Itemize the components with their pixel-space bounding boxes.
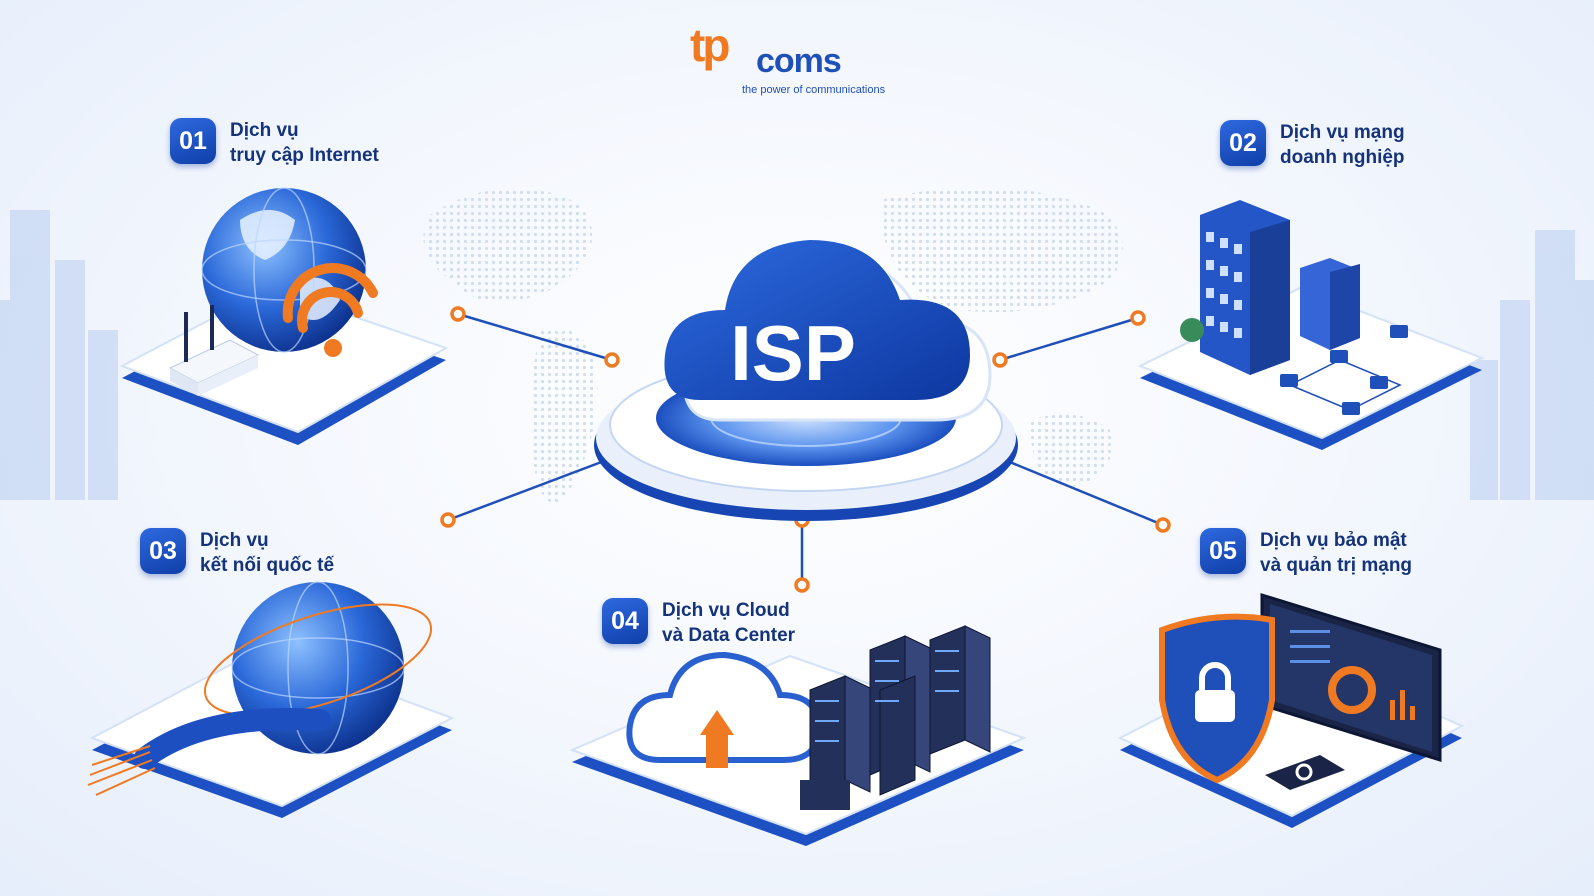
service-02-title-line1: Dịch vụ mạng — [1280, 122, 1405, 143]
connector-01 — [457, 312, 613, 362]
service-04-title-line2: và Data Center — [662, 625, 796, 646]
connector-03 — [447, 456, 613, 522]
service-03-label: 03 Dịch vụ kết nối quốc tế — [140, 528, 334, 578]
service-01-label: 01 Dịch vụ truy cập Internet — [170, 118, 379, 168]
service-04-badge: 04 — [602, 598, 648, 644]
city-skyline-right — [1470, 230, 1594, 500]
service-02-badge: 02 — [1220, 120, 1266, 166]
service-03-badge: 03 — [140, 528, 186, 574]
service-03-title: Dịch vụ kết nối quốc tế — [200, 528, 334, 578]
service-05-badge: 05 — [1200, 528, 1246, 574]
logo-tagline: the power of communications — [742, 84, 886, 96]
globe-fiber-cable-icon — [87, 581, 433, 796]
tpcoms-logo: tp coms the power of communications — [690, 19, 890, 104]
isp-hub: ISP — [594, 240, 1018, 521]
service-02-label: 02 Dịch vụ mạng doanh nghiệp — [1220, 120, 1405, 170]
city-skyline-left — [0, 210, 118, 500]
service-04-title-line1: Dịch vụ Cloud — [662, 600, 790, 621]
connectors — [447, 312, 1164, 585]
service-05-title-line2: và quản trị mạng — [1260, 555, 1413, 576]
service-01-badge: 01 — [170, 118, 216, 164]
connector-05 — [999, 456, 1164, 527]
service-01-title-line2: truy cập Internet — [230, 145, 379, 166]
cloud-server-rack-icon — [626, 625, 991, 810]
service-03-title-line2: kết nối quốc tế — [200, 555, 335, 576]
service-03-title-line1: Dịch vụ — [200, 530, 269, 551]
security-shield-monitor-icon — [1159, 592, 1442, 790]
service-05-label: 05 Dịch vụ bảo mật và quản trị mạng — [1200, 528, 1412, 578]
isp-label: ISP — [730, 309, 856, 397]
service-02-title-line2: doanh nghiệp — [1280, 147, 1405, 168]
service-04-label: 04 Dịch vụ Cloud và Data Center — [602, 598, 795, 648]
globe-wifi-router-icon — [168, 187, 378, 396]
logo-coms-text: coms — [756, 42, 842, 80]
logo-tp-text: tp — [690, 19, 730, 71]
office-building-network-icon — [1180, 200, 1408, 415]
service-01-title-line1: Dịch vụ — [230, 120, 299, 141]
connector-02 — [999, 316, 1139, 362]
service-01-title: Dịch vụ truy cập Internet — [230, 118, 379, 168]
service-02-title: Dịch vụ mạng doanh nghiệp — [1280, 120, 1405, 170]
service-05-title-line1: Dịch vụ bảo mật — [1260, 530, 1407, 551]
service-04-title: Dịch vụ Cloud và Data Center — [662, 598, 795, 648]
cloud-icon — [664, 240, 992, 422]
service-05-title: Dịch vụ bảo mật và quản trị mạng — [1260, 528, 1412, 578]
